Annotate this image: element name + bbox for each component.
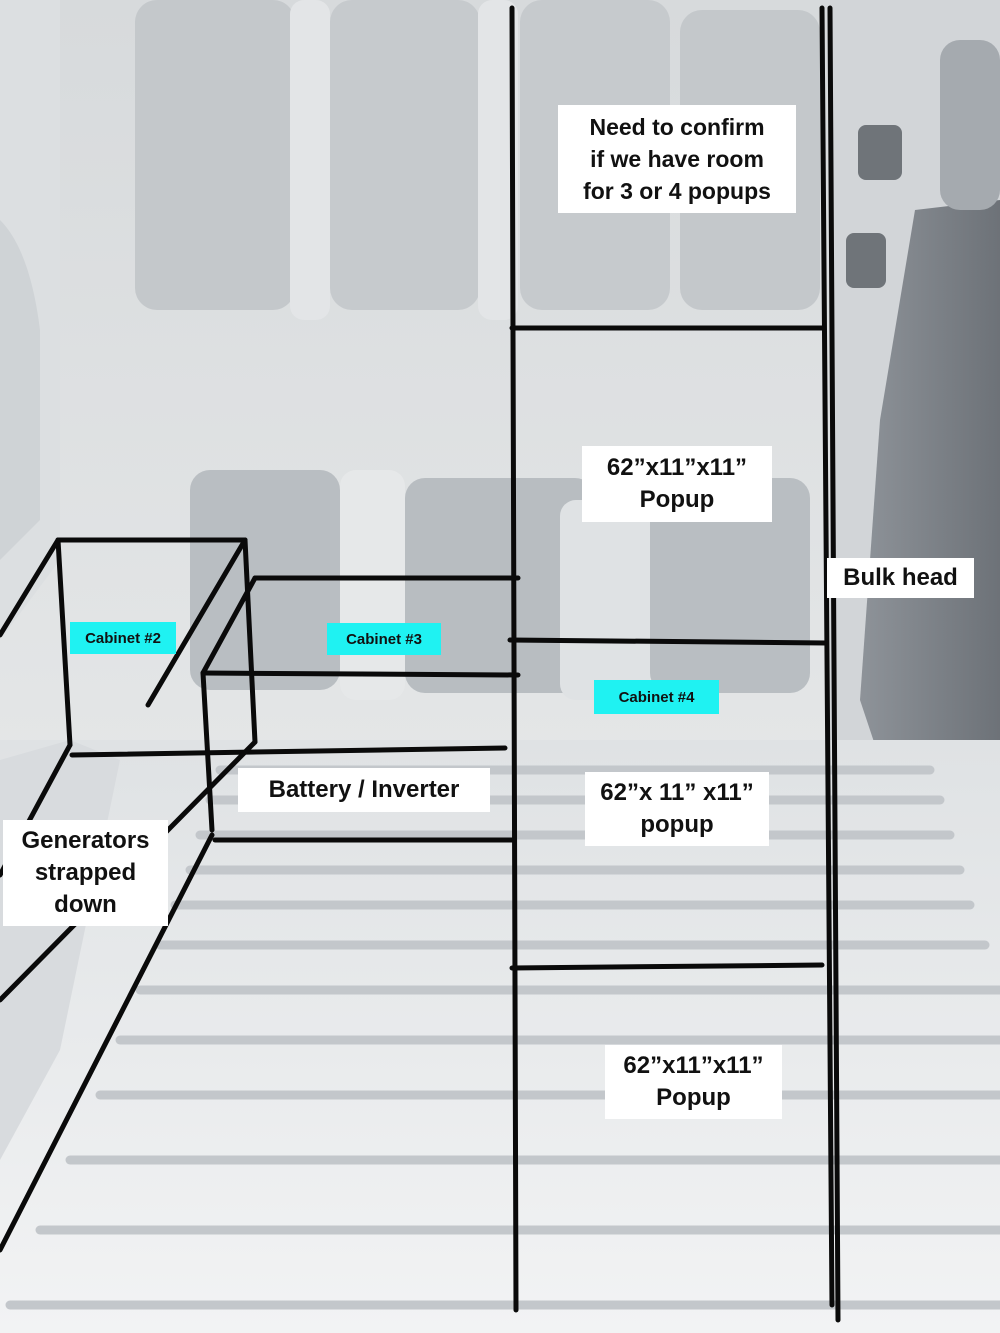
bulkhead-window [846, 233, 886, 288]
cabinet-4-text: Cabinet #4 [618, 688, 695, 706]
popup-word: Popup [639, 486, 715, 513]
wall-rib [560, 500, 650, 700]
bulkhead-window [858, 125, 902, 180]
bulk-head-text: Bulk head [843, 564, 958, 591]
confirm-note-line: if we have room [590, 146, 764, 172]
cabinet-line [200, 670, 521, 678]
confirm-note-line: for 3 or 4 popups [583, 178, 771, 204]
popup-zone-left-line [509, 5, 519, 1313]
cabinet-line [55, 537, 73, 748]
cabinet-3-tag: Cabinet #3 [327, 623, 441, 655]
wall-rib [478, 0, 518, 320]
cabinet-line [200, 670, 215, 833]
popup-top-label: 62”x11”x11” Popup [582, 446, 772, 522]
popup-word: popup [640, 811, 714, 838]
popup-middle-label: 62”x 11” x11” popup [585, 772, 769, 846]
popup-zone-right-line-2 [827, 5, 841, 1323]
generators-line: strapped [34, 859, 137, 886]
side-door-opening [0, 220, 40, 560]
seat [860, 200, 1000, 760]
cabinet-2-tag: Cabinet #2 [70, 622, 176, 654]
wall-rib [340, 470, 405, 700]
battery-text: Battery / Inverter [268, 776, 460, 803]
cabinet-2-text: Cabinet #2 [85, 629, 161, 647]
popup-zone-right-line [819, 5, 835, 1308]
cabinet-line [242, 537, 258, 745]
cabinet-4-tag: Cabinet #4 [594, 680, 719, 714]
planning-lines [0, 5, 841, 1323]
bulk-head-label: Bulk head [827, 558, 974, 598]
wall-rib [290, 0, 330, 320]
generators-line: down [54, 891, 117, 918]
cabinet-line [0, 537, 61, 638]
divider-line [509, 962, 825, 971]
generators-label: Generators strapped down [3, 820, 168, 926]
popup-size: 62”x11”x11” [623, 1052, 764, 1079]
generators-line: Generators [21, 827, 150, 854]
wall-panel [330, 0, 480, 310]
cabinet-line [69, 745, 508, 758]
popup-size: 62”x 11” x11” [600, 779, 754, 806]
popup-bottom-label: 62”x11”x11” Popup [605, 1045, 782, 1119]
headrest [940, 40, 1000, 210]
wall-panel [135, 0, 295, 310]
confirm-note-line: Need to confirm [589, 114, 765, 140]
battery-label: Battery / Inverter [238, 768, 490, 812]
cabinet-3-text: Cabinet #3 [346, 630, 422, 648]
popup-size: 62”x11”x11” [606, 454, 748, 481]
generator-line [0, 832, 215, 1253]
divider-line [507, 637, 829, 646]
cabinet-line [145, 537, 248, 708]
popup-word: Popup [656, 1084, 731, 1111]
cabinet-line [200, 575, 258, 676]
confirm-note: Need to confirm if we have room for 3 or… [558, 105, 796, 213]
